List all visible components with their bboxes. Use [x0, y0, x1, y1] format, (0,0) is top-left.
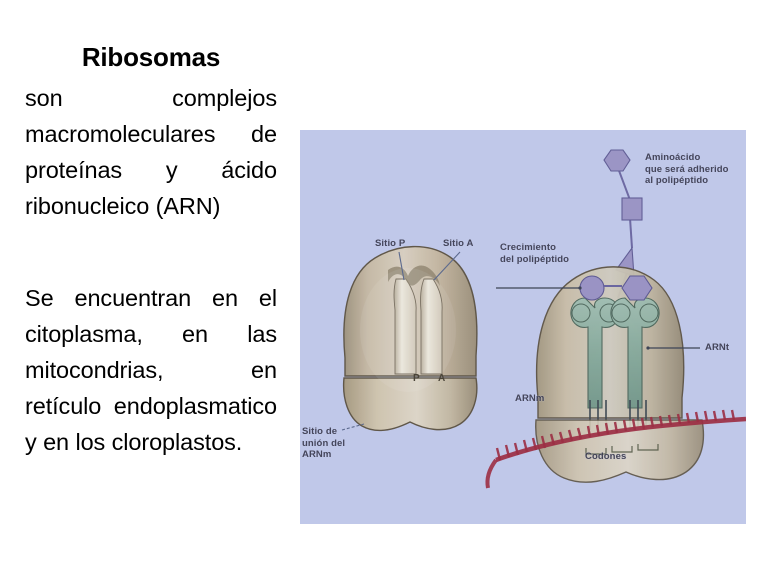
leader-sitio-a — [433, 251, 461, 281]
paragraph-spacer — [25, 224, 277, 280]
label-crecimiento-polipeptido: Crecimiento del polipéptido — [500, 242, 570, 265]
label-aminoacido: Aminoácido que será adherido al polipépt… — [645, 152, 729, 186]
polypeptide-residue — [621, 275, 653, 301]
polypeptide-residue — [579, 275, 605, 301]
amino-acid-square — [621, 197, 643, 221]
site-letter-p: P — [413, 373, 420, 384]
ribosome-right — [535, 266, 705, 483]
paragraph-location: Se encuentran en el citoplasma, en las m… — [25, 285, 277, 455]
paragraph-definition: son complejos macromoleculares de proteí… — [25, 85, 277, 219]
label-arnm: ARNm — [515, 393, 545, 404]
diagram-graphics — [341, 149, 746, 489]
page-title: Ribosomas — [81, 42, 221, 72]
amino-acid-hexagon — [603, 149, 631, 172]
label-codones: Codones — [585, 451, 627, 462]
ribosome-translation-diagram: Sitio P Sitio A Crecimiento del polipépt… — [300, 130, 746, 524]
growing-polypeptide — [496, 275, 653, 301]
mrna-strand — [485, 409, 746, 489]
mrna-bases — [495, 409, 736, 461]
leader-sitio-union — [341, 423, 365, 431]
leader-sitio-p — [398, 251, 405, 281]
label-sitio-a: Sitio A — [443, 238, 474, 249]
site-letter-a: A — [438, 373, 446, 384]
ribosome-left — [342, 245, 478, 432]
text-column: Ribosomas son complejos macromoleculares… — [25, 40, 277, 460]
label-sitio-p: Sitio P — [375, 238, 406, 249]
label-sitio-union-arnm: Sitio de unión del ARNm — [302, 426, 346, 460]
codon-brackets — [585, 444, 659, 455]
label-arnt: ARNt — [705, 342, 730, 353]
